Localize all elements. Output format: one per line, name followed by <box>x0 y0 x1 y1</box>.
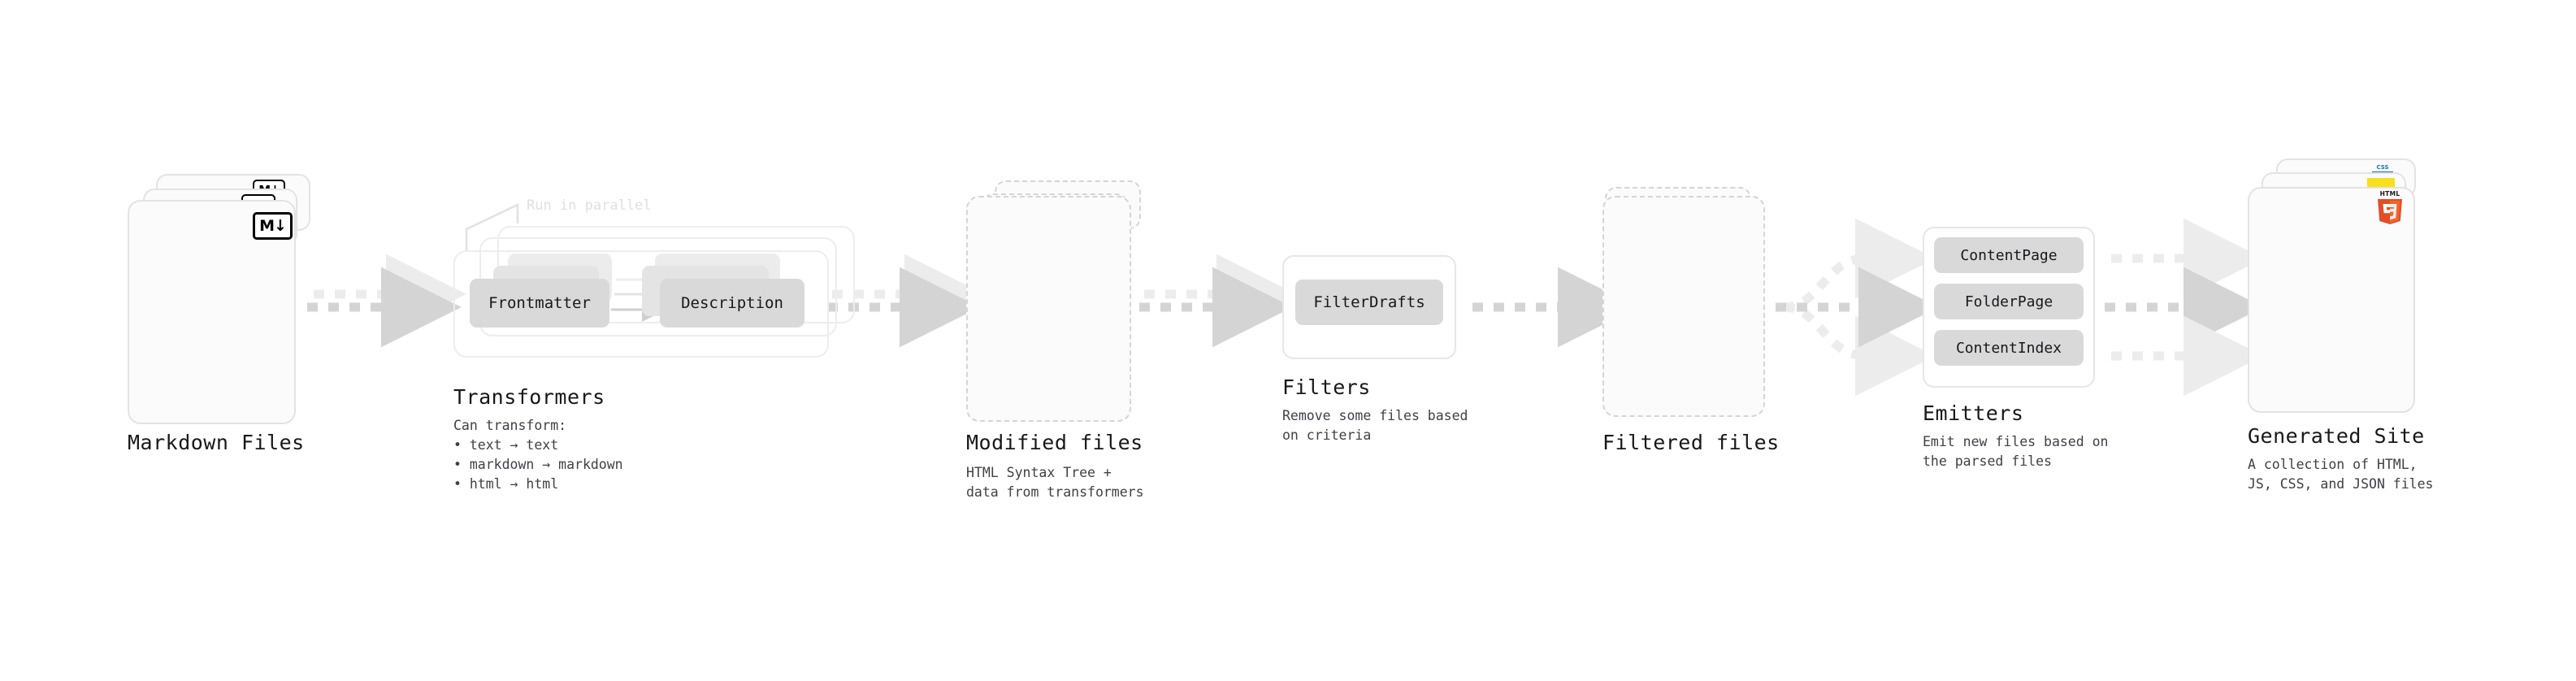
emitter-chip-contentindex[interactable]: ContentIndex <box>1934 330 2084 366</box>
arrow-emitters-to-site <box>2105 218 2264 397</box>
filter-chip-filterdrafts[interactable]: FilterDrafts <box>1295 280 1443 325</box>
filtered-card-front <box>1602 196 1765 417</box>
transformers-title: Transformers <box>453 385 605 409</box>
emitters-subtitle: Emit new files based on the parsed files <box>1923 434 2109 469</box>
transformer-chip-description[interactable]: Description <box>660 279 804 327</box>
html5-icon: HTML <box>2374 189 2406 225</box>
arrow-filtered-to-emitters <box>1776 218 1939 397</box>
markdown-icon: M↓ <box>253 212 293 240</box>
emitter-chip-contentpage[interactable]: ContentPage <box>1934 237 2084 273</box>
filters-title: Filters <box>1282 375 1371 399</box>
filters-subtitle: Remove some files based on criteria <box>1282 408 1468 443</box>
site-card-front <box>2248 187 2415 413</box>
svg-text:HTML: HTML <box>2380 190 2400 197</box>
run-in-parallel-label: Run in parallel <box>527 197 652 214</box>
filtered-files-title: Filtered files <box>1602 431 1780 454</box>
arrow-markdown-to-transformers <box>307 254 466 348</box>
emitters-title: Emitters <box>1923 401 2024 425</box>
generated-site-title: Generated Site <box>2248 424 2425 448</box>
emitter-chip-folderpage[interactable]: FolderPage <box>1934 284 2084 319</box>
svg-text:CSS: CSS <box>2376 164 2388 171</box>
modified-files-subtitle: HTML Syntax Tree + data from transformer… <box>966 465 1144 500</box>
transformers-subtitle: Can transform: • text → text • markdown … <box>453 418 623 492</box>
transformer-chip-frontmatter[interactable]: Frontmatter <box>470 279 609 327</box>
modified-card-front <box>966 196 1131 422</box>
arrow-modified-to-filters <box>1139 254 1297 348</box>
modified-files-title: Modified files <box>966 431 1143 454</box>
generated-site-subtitle: A collection of HTML, JS, CSS, and JSON … <box>2248 457 2434 492</box>
markdown-files-title: Markdown Files <box>128 431 305 454</box>
